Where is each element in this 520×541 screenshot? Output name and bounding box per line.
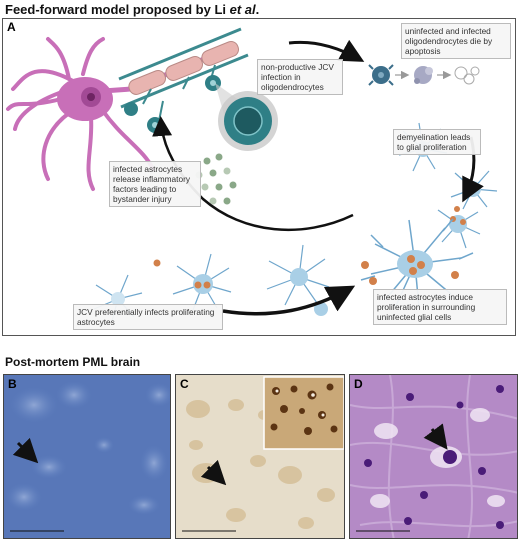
arrow-to-apoptosis bbox=[288, 39, 365, 62]
middle-astrocyte bbox=[266, 244, 330, 306]
panel-c: C bbox=[175, 374, 345, 539]
arrow-bottom bbox=[222, 285, 356, 316]
panel-d-tissue bbox=[350, 375, 517, 538]
panel-a: A bbox=[2, 18, 516, 336]
panel-a-label: A bbox=[7, 20, 16, 34]
middle-astrocyte-body bbox=[290, 268, 308, 286]
panel-c-tissue bbox=[176, 375, 344, 538]
panel-b-label: B bbox=[8, 377, 17, 391]
note-inflammatory-factors: infected astrocytes release inflammatory… bbox=[109, 161, 201, 207]
panel-d-label: D bbox=[354, 377, 363, 391]
arrow-pointer bbox=[423, 423, 448, 450]
note-non-productive-infection: non-productive JCV infection in oligoden… bbox=[257, 59, 343, 95]
virus-dot bbox=[194, 281, 202, 289]
far-left-astrocyte-body bbox=[111, 292, 125, 306]
feed-forward-diagram bbox=[6, 27, 498, 322]
virus-dot bbox=[417, 261, 425, 269]
section-title: Post-mortem PML brain bbox=[5, 355, 141, 369]
large-astrocyte bbox=[360, 218, 474, 309]
left-astrocyte-body bbox=[193, 274, 213, 294]
virus-dot bbox=[203, 281, 211, 289]
virus-dot bbox=[369, 277, 377, 285]
virus-dot bbox=[153, 259, 161, 267]
panel-c-label: C bbox=[180, 377, 189, 391]
note-induce-proliferation: infected astrocytes induce proliferation… bbox=[373, 289, 507, 325]
virus-dot bbox=[361, 261, 369, 269]
arrow-pointer bbox=[12, 437, 39, 464]
panel-b-tissue bbox=[4, 375, 170, 538]
virus-dot bbox=[451, 271, 459, 279]
panel-d: D bbox=[349, 374, 518, 539]
feedback-arrow bbox=[152, 116, 354, 232]
apoptotic-cells bbox=[368, 64, 480, 86]
virus-dot bbox=[409, 267, 417, 275]
figure-title: Feed-forward model proposed by Li et al. bbox=[5, 2, 260, 17]
note-demyelination: demyelination leads to glial proliferati… bbox=[393, 129, 481, 155]
virus-dot bbox=[407, 255, 415, 263]
arrow-pointer bbox=[200, 459, 227, 486]
panel-b: B bbox=[3, 374, 171, 539]
zoomed-oligodendrocyte bbox=[215, 83, 278, 151]
left-astrocytes bbox=[93, 253, 232, 322]
note-preferential-infection: JCV preferentially infects proliferating… bbox=[73, 304, 223, 330]
note-apoptosis: uninfected and infected oligodendrocytes… bbox=[401, 23, 511, 59]
